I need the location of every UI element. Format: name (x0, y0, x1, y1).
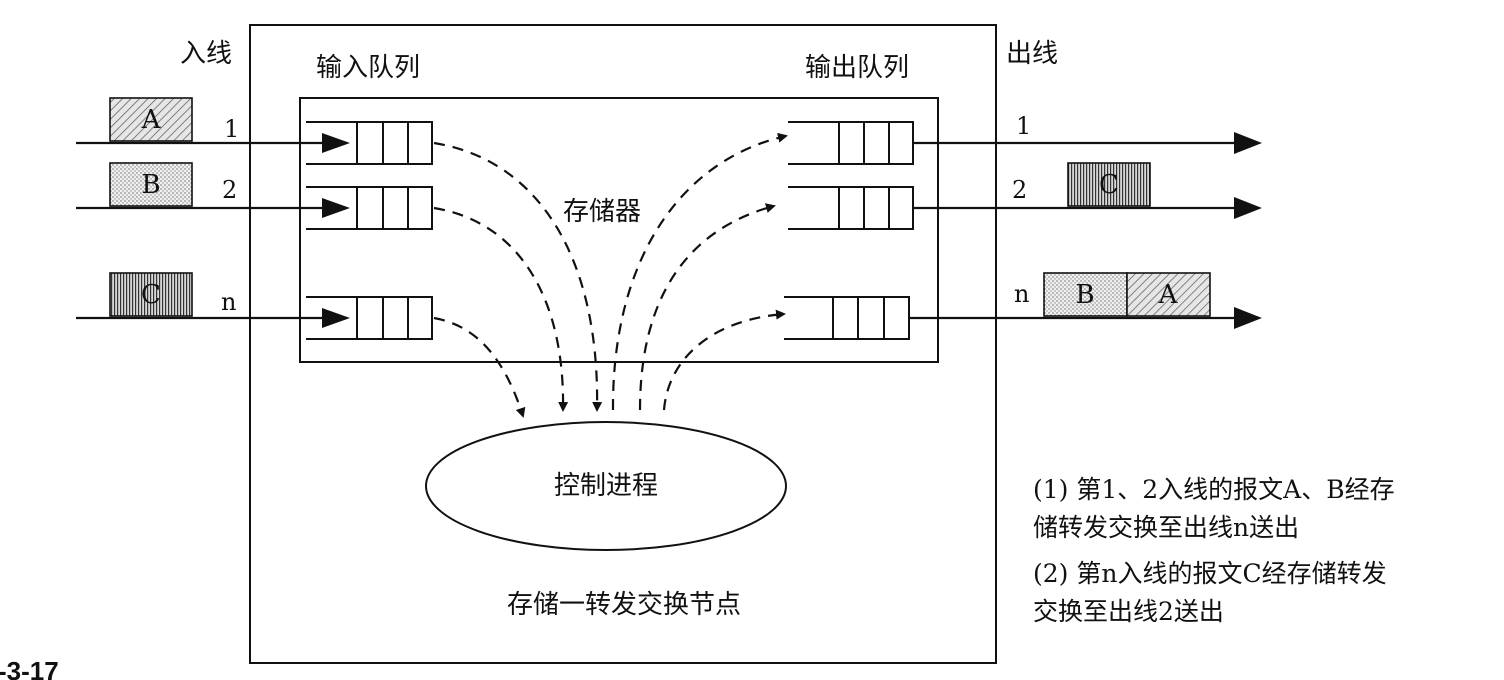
packet-b-input-label: B (141, 170, 160, 200)
note-line-1: (1) 第1、2入线的报文A、B经存 (1033, 475, 1395, 504)
out-lines-label: 出线 (1006, 39, 1058, 69)
packet-a-output (1126, 272, 1211, 317)
memory-label: 存储器 (563, 197, 641, 227)
input-line-1-number: 1 (224, 115, 239, 143)
packet-b-input (109, 162, 193, 207)
packet-c-input (109, 272, 193, 317)
flow-input-n-to-control (433, 316, 526, 418)
input-line-1: A 1 (76, 97, 433, 165)
packet-b-output-label: B (1075, 280, 1094, 310)
packet-a-output-label: A (1158, 280, 1179, 310)
flow-control-to-output-1 (611, 132, 788, 411)
input-line-n-number: n (221, 288, 236, 316)
input-line-n: C n (76, 272, 433, 340)
packet-c-output-label: C (1099, 170, 1119, 200)
control-process-ellipse (425, 421, 787, 551)
switching-node-box (249, 24, 997, 664)
packet-c-output (1067, 162, 1151, 207)
output-queue-label: 输出队列 (805, 53, 909, 83)
output-line-n-number: n (1014, 280, 1029, 308)
input-queue-label: 输入队列 (316, 53, 420, 83)
input-line-2: B 2 (76, 162, 433, 230)
packet-a-input-label: A (141, 105, 162, 135)
output-line-1-number: 1 (1016, 112, 1031, 140)
flow-control-to-output-2 (638, 203, 776, 411)
memory-box (299, 97, 939, 363)
flow-input-1-to-control (433, 141, 603, 412)
in-lines-label: 入线 (180, 39, 232, 69)
node-label: 存储一转发交换节点 (507, 590, 741, 620)
packet-c-input-label: C (141, 280, 161, 310)
control-process-label: 控制进程 (554, 471, 658, 501)
output-line-n: n B A (784, 272, 1262, 340)
output-line-1: 1 (788, 112, 1262, 165)
packet-a-input (109, 97, 193, 142)
note-line-3: (2) 第n入线的报文C经存储转发 (1033, 559, 1387, 588)
output-line-2-number: 2 (1012, 176, 1027, 204)
input-line-2-number: 2 (222, 176, 237, 204)
note-line-4: 交换至出线2送出 (1033, 597, 1224, 626)
flow-control-to-output-n (662, 309, 786, 411)
figure-number: -3-17 (0, 656, 59, 680)
output-line-2: 2 C (788, 162, 1262, 230)
flow-input-2-to-control (433, 206, 569, 412)
packet-b-output (1043, 272, 1128, 317)
note-line-2: 储转发交换至出线n送出 (1033, 513, 1299, 542)
